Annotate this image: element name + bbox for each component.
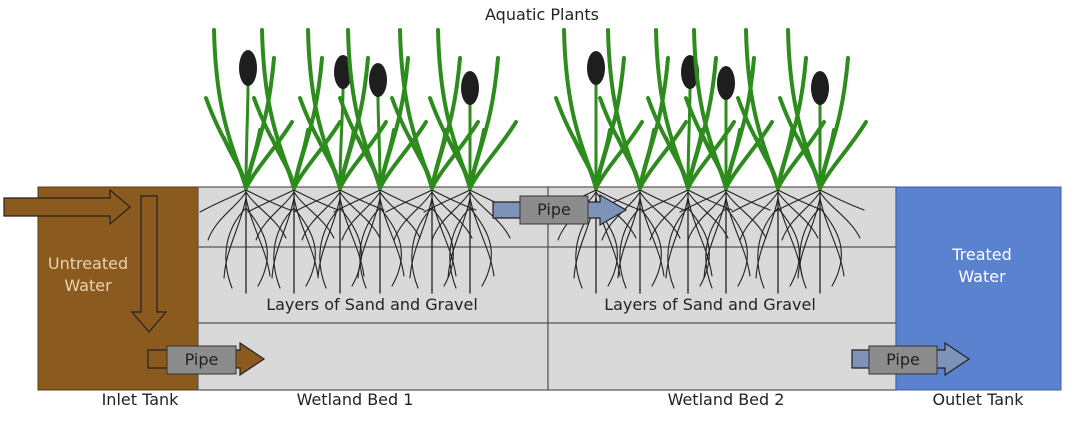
inlet-pipe-arrow bbox=[147, 341, 266, 377]
plant bbox=[598, 28, 688, 190]
aquatic-plants bbox=[204, 28, 868, 190]
plant bbox=[298, 28, 388, 190]
inlet-tank-text-line1: Untreated bbox=[47, 254, 129, 273]
bed-pipe-arrow bbox=[492, 193, 628, 227]
plant-roots bbox=[199, 187, 865, 294]
bed1-layers-label: Layers of Sand and Gravel bbox=[266, 295, 478, 314]
root-system bbox=[773, 187, 865, 294]
wetland-bed-2-label: Wetland Bed 2 bbox=[667, 390, 785, 409]
outlet-tank-label: Outlet Tank bbox=[932, 390, 1024, 409]
cattail-head bbox=[811, 71, 829, 105]
plant bbox=[204, 28, 294, 190]
cattail-head bbox=[369, 63, 387, 97]
inlet-pipe-label: Pipe bbox=[184, 350, 219, 369]
inlet-tank-text: Untreated Water bbox=[40, 253, 136, 297]
diagram-title: Aquatic Plants bbox=[485, 5, 600, 24]
cattail-head bbox=[717, 66, 735, 100]
cattail-head bbox=[461, 71, 479, 105]
plant bbox=[338, 28, 428, 190]
plant bbox=[554, 28, 644, 190]
cattail-head bbox=[239, 50, 257, 86]
down-arrow bbox=[130, 195, 168, 333]
wetland-bed-1-label: Wetland Bed 1 bbox=[296, 390, 414, 409]
plant bbox=[736, 28, 826, 190]
outlet-tank-text: Treated Water bbox=[930, 244, 1034, 288]
root-system bbox=[293, 187, 385, 294]
root-system bbox=[731, 187, 823, 294]
bed-pipe-label: Pipe bbox=[537, 200, 571, 219]
bed2-layers-label: Layers of Sand and Gravel bbox=[604, 295, 816, 314]
inflow-arrow bbox=[3, 188, 131, 226]
plant bbox=[646, 28, 736, 190]
plant bbox=[252, 28, 342, 190]
root-system bbox=[333, 187, 425, 294]
outlet-tank-text-line2: Water bbox=[958, 267, 1006, 286]
plant bbox=[428, 28, 518, 190]
cattail-head bbox=[587, 51, 605, 85]
plant bbox=[684, 28, 774, 190]
root-system bbox=[199, 187, 291, 294]
root-system bbox=[679, 187, 771, 294]
inlet-tank-label: Inlet Tank bbox=[101, 390, 179, 409]
cattail-head bbox=[334, 55, 352, 89]
root-system bbox=[423, 187, 515, 294]
inlet-tank-text-line2: Water bbox=[64, 276, 112, 295]
outlet-tank-text-line1: Treated bbox=[952, 245, 1012, 264]
plant bbox=[778, 28, 868, 190]
outlet-pipe-label: Pipe bbox=[886, 350, 920, 369]
outlet-pipe-arrow bbox=[851, 341, 971, 377]
